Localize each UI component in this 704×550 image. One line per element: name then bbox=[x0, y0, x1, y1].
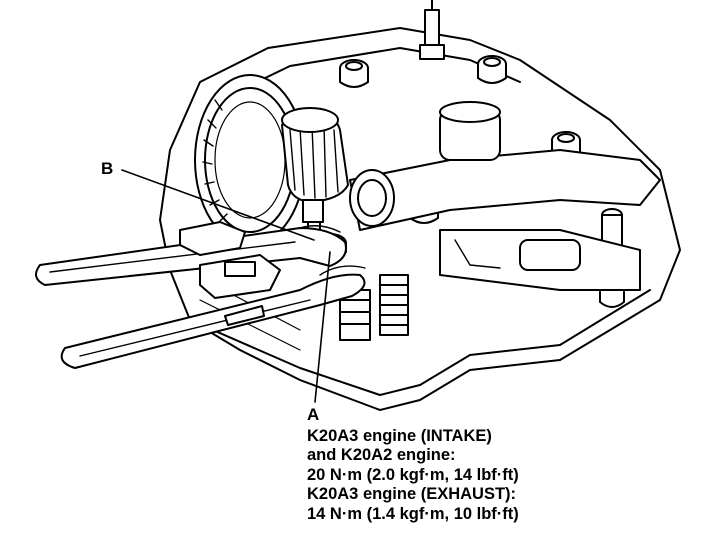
leader-line-b bbox=[121, 169, 315, 241]
wrench-lower bbox=[60, 265, 366, 369]
torque-spec: K20A3 engine (INTAKE) and K20A2 engine: … bbox=[307, 427, 519, 524]
spec-line: K20A3 engine (INTAKE) bbox=[307, 427, 492, 445]
spec-line: K20A3 engine (EXHAUST): bbox=[307, 485, 517, 504]
spec-line: 14 N·m (1.4 kgf·m, 10 lbf·ft) bbox=[307, 504, 519, 523]
oil-pipe bbox=[419, 0, 445, 60]
wrench-upper bbox=[35, 225, 347, 286]
rocker-shaft-holder bbox=[179, 221, 281, 299]
spec-line: 20 N·m (2.0 kgf·m, 14 lbf·ft) bbox=[307, 465, 519, 484]
valve-springs bbox=[339, 274, 409, 341]
callout-b: B bbox=[101, 159, 114, 178]
leader-line-a bbox=[314, 251, 331, 403]
camshaft bbox=[349, 101, 661, 291]
spec-line: and K20A2 engine: bbox=[307, 446, 456, 465]
callout-a: A bbox=[307, 405, 320, 424]
